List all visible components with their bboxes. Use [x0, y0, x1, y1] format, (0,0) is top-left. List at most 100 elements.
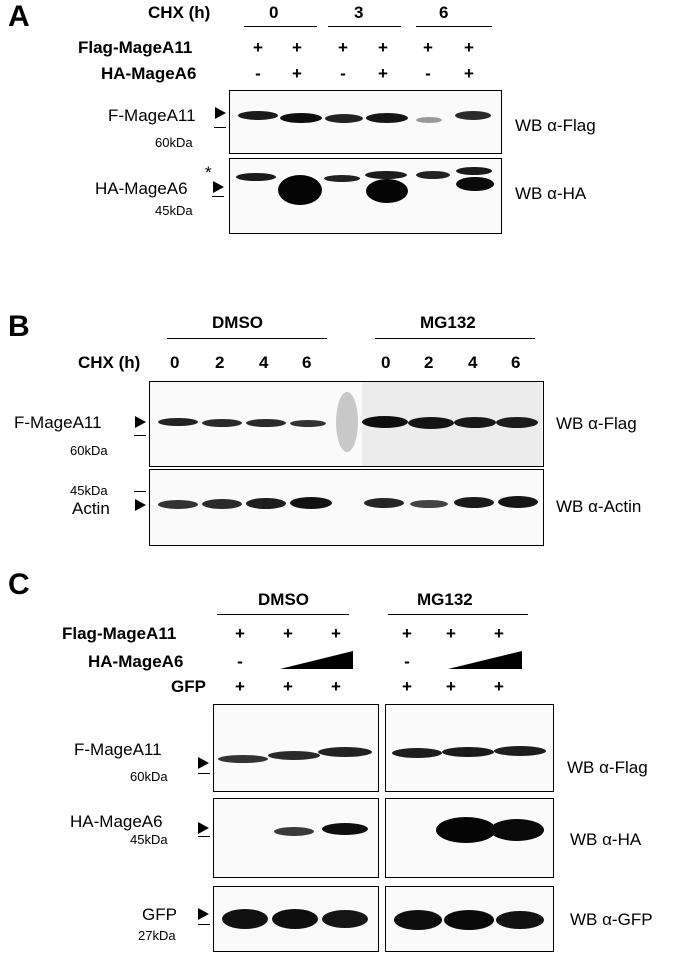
panel-b-blot2-label: Actin [72, 499, 110, 518]
panel-c-gfp-label: GFP [171, 677, 206, 696]
panel-a-time-3: 3 [354, 3, 364, 22]
panel-a-blot1-arrow [215, 107, 226, 119]
band [324, 175, 360, 182]
band [490, 819, 544, 841]
band [318, 747, 372, 757]
panel-b-time-4: 6 [302, 353, 312, 372]
band [444, 910, 494, 930]
panel-c-blot3-dmso [213, 886, 379, 952]
band [366, 113, 408, 123]
band [158, 418, 198, 426]
band [455, 111, 491, 120]
panel-a-blot2-wb: WB α-HA [515, 184, 587, 203]
panel-a-blot1 [229, 90, 502, 154]
band [218, 755, 268, 763]
band [202, 499, 242, 509]
panel-a-time-3-bracket [328, 26, 401, 27]
panel-c-dmso-bracket [217, 614, 349, 615]
band [496, 417, 538, 428]
panel-a-row1-mark-2: + [292, 38, 302, 57]
panel-c-row3-mark-6: + [494, 677, 504, 696]
panel-c-blot3-arrow [198, 908, 209, 920]
panel-c-mg132-bracket [388, 614, 528, 615]
band [394, 910, 442, 930]
panel-a-time-0-bracket [244, 26, 317, 27]
panel-a-flag-magea11-label: Flag-MageA11 [78, 38, 193, 57]
panel-a-blot1-wb: WB α-Flag [515, 116, 596, 135]
panel-c-row1-mark-4: + [402, 624, 412, 643]
panel-b-time-7: 4 [468, 353, 478, 372]
panel-c-blot2-dmso [213, 798, 379, 878]
panel-b-dmso-bracket [167, 338, 327, 339]
panel-a-row2-mark-6: + [464, 64, 474, 83]
panel-c-blot3-mw: 27kDa [138, 928, 176, 943]
panel-a-row2-mark-3: - [340, 64, 346, 83]
panel-c-row3-mark-5: + [446, 677, 456, 696]
panel-b-letter: B [8, 310, 30, 343]
panel-b-blot1 [149, 381, 544, 467]
panel-b-blot2 [149, 469, 544, 546]
band [410, 500, 448, 508]
panel-b-blot1-mw: 60kDa [70, 443, 108, 458]
band [454, 497, 494, 508]
panel-c-flag-magea11-label: Flag-MageA11 [62, 624, 177, 643]
band [272, 909, 318, 929]
panel-b-blot2-mw-tick [134, 491, 146, 492]
panel-b-blot2-wb: WB α-Actin [556, 497, 642, 516]
panel-b-group-dmso: DMSO [212, 313, 263, 332]
band [416, 171, 450, 179]
band [274, 827, 314, 836]
band [325, 114, 363, 123]
panel-c-blot1-mw-tick [198, 773, 210, 774]
band [392, 748, 442, 758]
panel-c-blot2-mw-tick [198, 836, 210, 837]
panel-b-chx-label: CHX (h) [78, 353, 141, 372]
panel-b-blot1-wb: WB α-Flag [556, 414, 637, 433]
panel-a-row1-mark-3: + [338, 38, 348, 57]
panel-c-blot3-mg132 [385, 886, 554, 952]
panel-b-time-5: 0 [381, 353, 391, 372]
band [236, 173, 276, 181]
band [246, 419, 286, 427]
band [456, 167, 492, 175]
panel-b-time-3: 4 [259, 353, 269, 372]
panel-a-row1-mark-1: + [253, 38, 263, 57]
panel-c-blot1-label: F-MageA11 [74, 740, 162, 759]
panel-c-blot2-wb: WB α-HA [570, 830, 642, 849]
panel-b-group-mg132: MG132 [420, 313, 476, 332]
band [290, 497, 332, 509]
panel-c-blot1-arrow [198, 757, 209, 769]
panel-a-time-6: 6 [439, 3, 449, 22]
panel-c-blot1-dmso [213, 704, 379, 792]
panel-a-blot2-mw-tick [212, 196, 224, 197]
panel-b-blot1-arrow [135, 416, 146, 428]
panel-a-row1-mark-6: + [464, 38, 474, 57]
panel-b-blot2-mw: 45kDa [70, 483, 108, 498]
band [364, 498, 404, 508]
panel-c-blot2-arrow [198, 822, 209, 834]
panel-b-blot2-arrow [135, 499, 146, 511]
panel-a-letter: A [8, 0, 30, 33]
band [322, 823, 368, 835]
panel-a-blot2-label: HA-MageA6 [95, 179, 188, 198]
band [290, 420, 326, 427]
panel-a-row2-mark-4: + [378, 64, 388, 83]
band [436, 817, 496, 843]
panel-a-row2-mark-2: + [292, 64, 302, 83]
panel-c-row3-mark-4: + [402, 677, 412, 696]
panel-c-group-dmso: DMSO [258, 590, 309, 609]
panel-c-dmso-gradient-wedge [280, 651, 353, 669]
panel-a-chx-label: CHX (h) [148, 3, 211, 22]
panel-b-blot1-label: F-MageA11 [14, 413, 102, 432]
band [268, 751, 320, 760]
panel-c-row1-mark-5: + [446, 624, 456, 643]
panel-a-time-6-bracket [416, 26, 492, 27]
panel-c-blot1-wb: WB α-Flag [567, 758, 648, 777]
panel-c-row3-mark-2: + [283, 677, 293, 696]
panel-b-time-6: 2 [424, 353, 434, 372]
panel-c-letter: C [8, 568, 30, 601]
panel-a-row2-mark-5: - [425, 64, 431, 83]
panel-a-time-0: 0 [269, 3, 279, 22]
band [336, 392, 358, 452]
band [494, 746, 546, 756]
